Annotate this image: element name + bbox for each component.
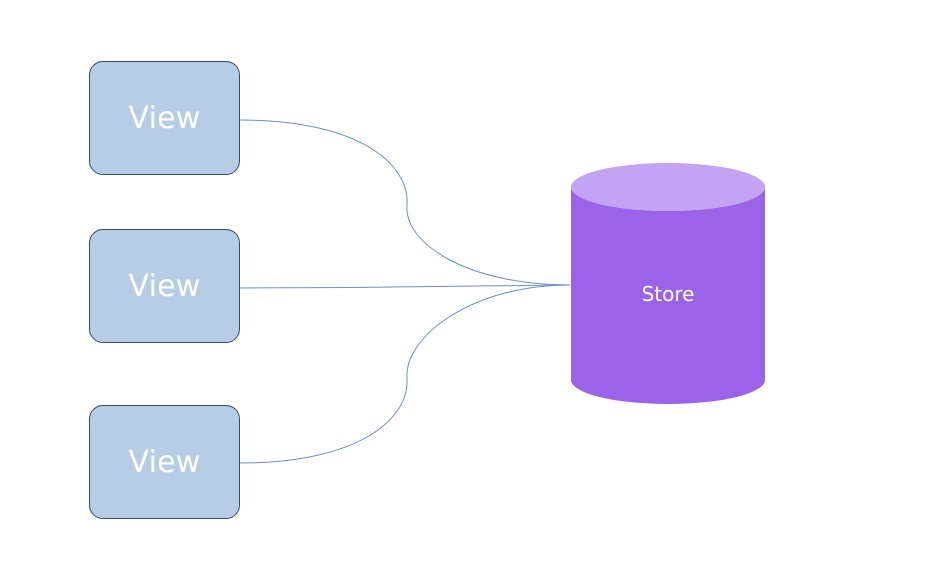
view-node-3: View	[89, 405, 240, 519]
connector-view-3-to-store	[239, 284, 571, 464]
view-label: View	[128, 268, 201, 304]
view-label: View	[128, 444, 201, 480]
connector-view-1-to-store	[239, 119, 571, 286]
store-body	[571, 187, 765, 404]
view-node-1: View	[89, 61, 240, 175]
database-icon	[571, 163, 765, 404]
store-cylinder: Store	[571, 162, 765, 404]
connector-view-2-to-store	[239, 284, 571, 289]
view-node-2: View	[89, 229, 240, 343]
store-label: Store	[641, 282, 695, 306]
view-label: View	[128, 100, 201, 136]
store-top	[571, 163, 765, 211]
